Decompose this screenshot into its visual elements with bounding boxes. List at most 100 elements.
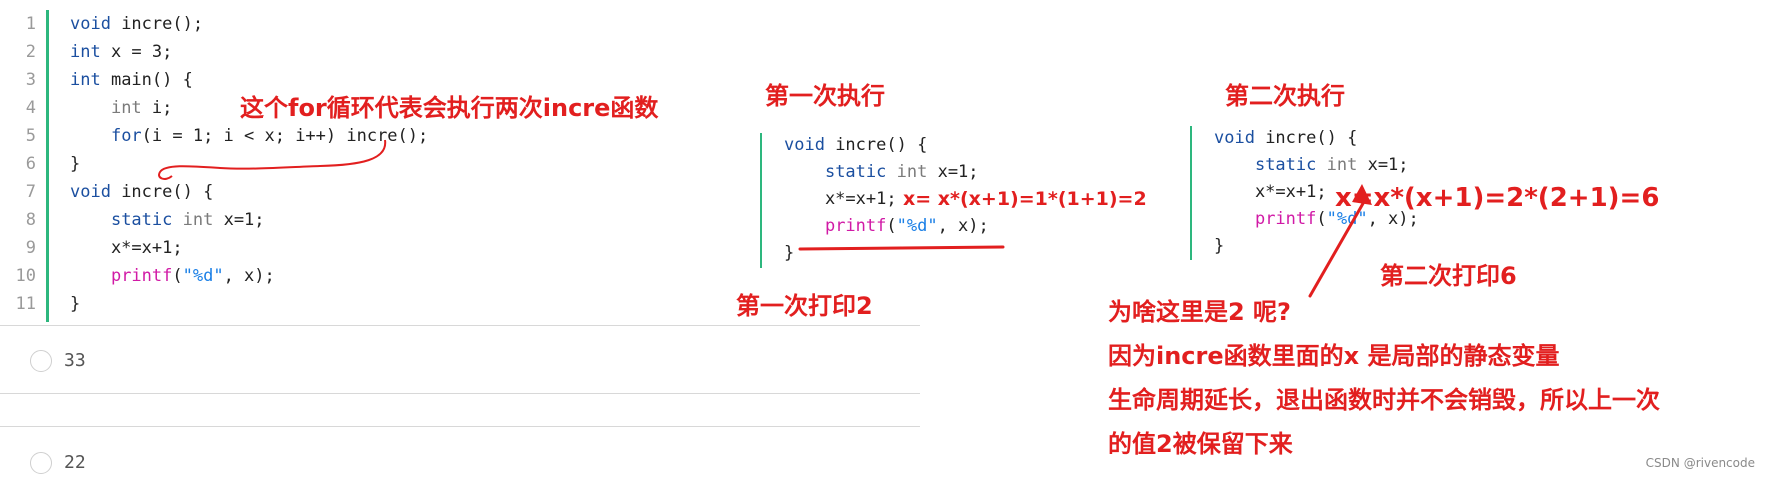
code-token: void xyxy=(1214,128,1255,148)
code-token: x*=x+1; xyxy=(1214,182,1327,202)
code-token: void xyxy=(784,135,825,155)
line-number: 5 xyxy=(25,126,36,146)
explain-line-2: 生命周期延长，退出函数时并不会销毁，所以上一次 xyxy=(1108,386,1660,414)
code-line: 1 void incre(); xyxy=(0,10,203,38)
code-line: x*=x+1; xyxy=(784,185,897,213)
second-run-calc: x=x*(x+1)=2*(2+1)=6 xyxy=(1335,183,1660,213)
radio-button[interactable] xyxy=(30,452,52,474)
code-token: static xyxy=(1254,155,1317,175)
first-run-calc: x= x*(x+1)=1*(1+1)=2 xyxy=(903,188,1147,210)
divider xyxy=(0,393,920,394)
code-line: 5 for(i = 1; i < x; i++) incre(); xyxy=(0,122,429,150)
code-line: 11} xyxy=(0,290,81,318)
editor-accent-bar xyxy=(46,10,49,322)
code-token: incre() { xyxy=(1254,128,1358,148)
code-token: ( xyxy=(886,216,897,236)
line-number: 11 xyxy=(15,294,36,314)
code-token: int xyxy=(896,162,928,182)
line-number: 3 xyxy=(25,70,36,90)
code-token: x*=x+1; xyxy=(784,189,897,209)
code-line: static int x=1; xyxy=(784,158,979,186)
code-line: 4 int i; xyxy=(0,94,173,122)
divider xyxy=(0,325,920,326)
code-token: , x); xyxy=(937,216,989,236)
block-accent-bar xyxy=(760,133,762,268)
code-token: x = 3; xyxy=(100,42,173,62)
divider xyxy=(0,426,920,427)
code-line: printf("%d", x); xyxy=(1214,205,1419,233)
second-run-code-block: void incre() { static int x=1; x*=x+1; p… xyxy=(1190,126,1610,260)
explain-arrow-head xyxy=(1352,184,1372,205)
second-run-heading: 第二次执行 xyxy=(1225,82,1345,110)
answer-option-22[interactable]: 22 xyxy=(30,450,86,476)
code-token: , x); xyxy=(1367,209,1419,229)
code-token: } xyxy=(1214,236,1225,256)
line-number: 7 xyxy=(25,182,36,202)
code-token: , x); xyxy=(223,266,275,286)
code-token: int xyxy=(70,42,101,62)
code-line: static int x=1; xyxy=(1214,151,1409,179)
option-label: 33 xyxy=(64,350,86,371)
code-token: ( xyxy=(172,266,183,286)
code-token: printf xyxy=(1254,209,1317,229)
code-token: x=1; xyxy=(1357,155,1409,175)
code-token: "%d" xyxy=(896,216,938,236)
code-line: 9 x*=x+1; xyxy=(0,234,183,262)
code-token: ( xyxy=(1316,209,1327,229)
answer-option-33[interactable]: 33 xyxy=(30,348,86,374)
first-run-code-block: void incre() { static int x=1; x*=x+1; p… xyxy=(760,133,1180,268)
code-token: } xyxy=(70,154,81,174)
code-line: } xyxy=(1214,232,1224,260)
code-line: 2 int x = 3; xyxy=(0,38,173,66)
code-token: i; xyxy=(141,98,173,118)
line-number: 10 xyxy=(15,266,36,286)
explain-line-1: 因为incre函数里面的x 是局部的静态变量 xyxy=(1108,342,1560,370)
code-editor: 1 void incre(); 2 int x = 3; 3 int main() { 4 … xyxy=(0,10,920,326)
code-token: } xyxy=(70,294,81,314)
second-print-note: 第二次打印6 xyxy=(1380,262,1517,290)
code-token: void xyxy=(70,182,111,202)
first-print-note: 第一次打印2 xyxy=(736,292,873,320)
code-token: } xyxy=(784,243,795,263)
code-line: 8 static int x=1; xyxy=(0,206,265,234)
code-token: main() { xyxy=(100,70,193,90)
code-token: int xyxy=(70,70,101,90)
code-token: void xyxy=(70,14,111,34)
for-loop-underline-curve xyxy=(158,139,387,180)
code-line: x*=x+1; xyxy=(1214,178,1327,206)
code-token: incre() { xyxy=(824,135,928,155)
line-number: 8 xyxy=(25,210,36,230)
watermark: CSDN @rivencode xyxy=(1645,456,1755,470)
code-line: void incre() { xyxy=(784,131,927,159)
code-token: incre() { xyxy=(110,182,214,202)
code-line: printf("%d", x); xyxy=(784,212,989,240)
line-number: 9 xyxy=(25,238,36,258)
code-token: x=1; xyxy=(927,162,979,182)
option-label: 22 xyxy=(64,452,86,473)
code-line: 6} xyxy=(0,150,81,178)
explain-arrow-line xyxy=(1308,198,1367,298)
code-token: printf xyxy=(110,266,173,286)
code-token: int xyxy=(1326,155,1358,175)
explain-line-3: 的值2被保留下来 xyxy=(1108,430,1293,458)
for-loop-note: 这个for循环代表会执行两次incre函数 xyxy=(240,94,659,122)
code-token: static xyxy=(110,210,173,230)
radio-button[interactable] xyxy=(30,350,52,372)
code-line: 7 void incre() { xyxy=(0,178,214,206)
code-token: int xyxy=(110,98,142,118)
code-line: 10 printf("%d", x); xyxy=(0,262,275,290)
line-number: 2 xyxy=(25,42,36,62)
line-number: 6 xyxy=(25,154,36,174)
code-token: int xyxy=(182,210,214,230)
printf-underline xyxy=(798,245,1005,251)
code-token: incre(); xyxy=(110,14,204,34)
line-number: 4 xyxy=(25,98,36,118)
question-note: 为啥这里是2 呢? xyxy=(1108,298,1291,326)
line-number: 1 xyxy=(25,14,36,34)
code-line: } xyxy=(784,239,794,267)
code-line: void incre() { xyxy=(1214,124,1357,152)
code-line: 3 int main() { xyxy=(0,66,193,94)
first-run-heading: 第一次执行 xyxy=(765,82,885,110)
code-token: for xyxy=(110,126,142,146)
